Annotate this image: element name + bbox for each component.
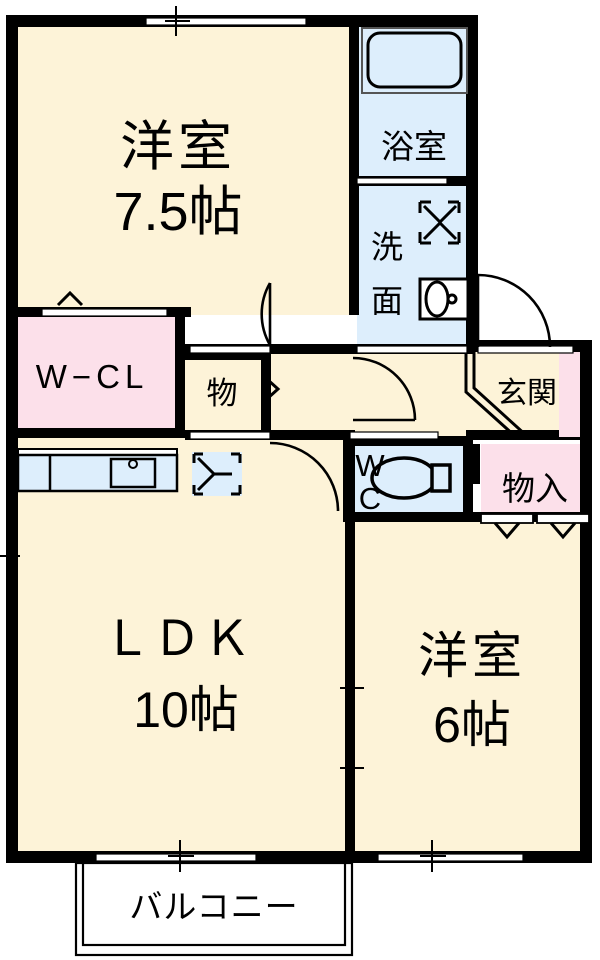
- door-bedroom-main-leaf: [189, 345, 271, 354]
- door-bedroom-main-arc: [260, 282, 272, 346]
- label-ldk-name: ＬＤＫ: [103, 613, 253, 666]
- shoe-closet-icon: [559, 352, 580, 437]
- label-storage-small: 物: [207, 376, 238, 411]
- marker-storage-big-left: [493, 522, 521, 540]
- label-bedroom-sub-name: 洋室: [418, 628, 526, 684]
- washing-machine-space-icon: [418, 200, 461, 245]
- label-bedroom-main-name: 洋室: [120, 117, 236, 177]
- label-toilet-line1: W: [355, 448, 385, 483]
- door-walk-closet: [41, 308, 168, 317]
- label-bedroom-main-size: 7.5帖: [113, 182, 242, 242]
- room-area-bedroom-sub: [355, 516, 592, 858]
- refrigerator-space-icon: [192, 452, 242, 496]
- label-washroom-line1: 洗: [371, 229, 403, 265]
- toilet-bowl-icon: [370, 456, 452, 500]
- entrance-door-arc: [477, 273, 552, 348]
- window-bedroom-sub-south: [377, 853, 524, 862]
- label-balcony: バルコニー: [129, 888, 298, 925]
- label-bathroom: 浴室: [381, 128, 447, 165]
- label-washroom-line2: 面: [371, 283, 403, 319]
- bathtub-icon: [361, 27, 468, 94]
- label-bedroom-sub-size: 6帖: [433, 697, 511, 753]
- marker-storage-small: [266, 378, 281, 400]
- door-swings: [260, 273, 552, 512]
- door-storage-big-right: [536, 513, 590, 524]
- room-area-storage-big: [481, 444, 592, 516]
- closet-door-markers: [56, 290, 577, 540]
- door-ldk-hall-leaf: [189, 431, 271, 440]
- window-bedroom-main-north: [145, 17, 307, 26]
- room-area-bedroom-main: [12, 21, 355, 315]
- balcony-outline: [74, 861, 354, 957]
- label-storage-big: 物入: [502, 470, 568, 507]
- entrance-step-icon: [464, 352, 530, 439]
- door-toilet-leaf: [349, 431, 439, 440]
- door-toilet-arc: [269, 441, 340, 512]
- room-area-walk-closet: [12, 315, 185, 430]
- kitchen-sink-counter-icon: [16, 448, 179, 493]
- door-washroom: [356, 345, 468, 354]
- marker-storage-big-right: [549, 522, 577, 540]
- window-ldk-south: [95, 853, 257, 862]
- door-storage-big-left: [480, 513, 534, 524]
- room-area-hallway: [185, 352, 460, 437]
- marker-walk-closet: [56, 290, 84, 307]
- entrance-door-sill: [477, 345, 574, 354]
- door-washroom-arc: [352, 356, 417, 421]
- dimension-ticks: [0, 6, 446, 872]
- label-toilet-line2: C: [359, 481, 381, 516]
- washbasin-icon: [418, 277, 470, 321]
- label-walk-closet: W−CL: [36, 358, 149, 395]
- room-area-ldk: [12, 430, 350, 858]
- door-bathroom: [356, 177, 448, 185]
- windows: [41, 17, 590, 862]
- label-ldk-size: 10帖: [133, 682, 239, 738]
- label-entrance: 玄関: [497, 377, 557, 410]
- room-area-washroom: [357, 186, 472, 352]
